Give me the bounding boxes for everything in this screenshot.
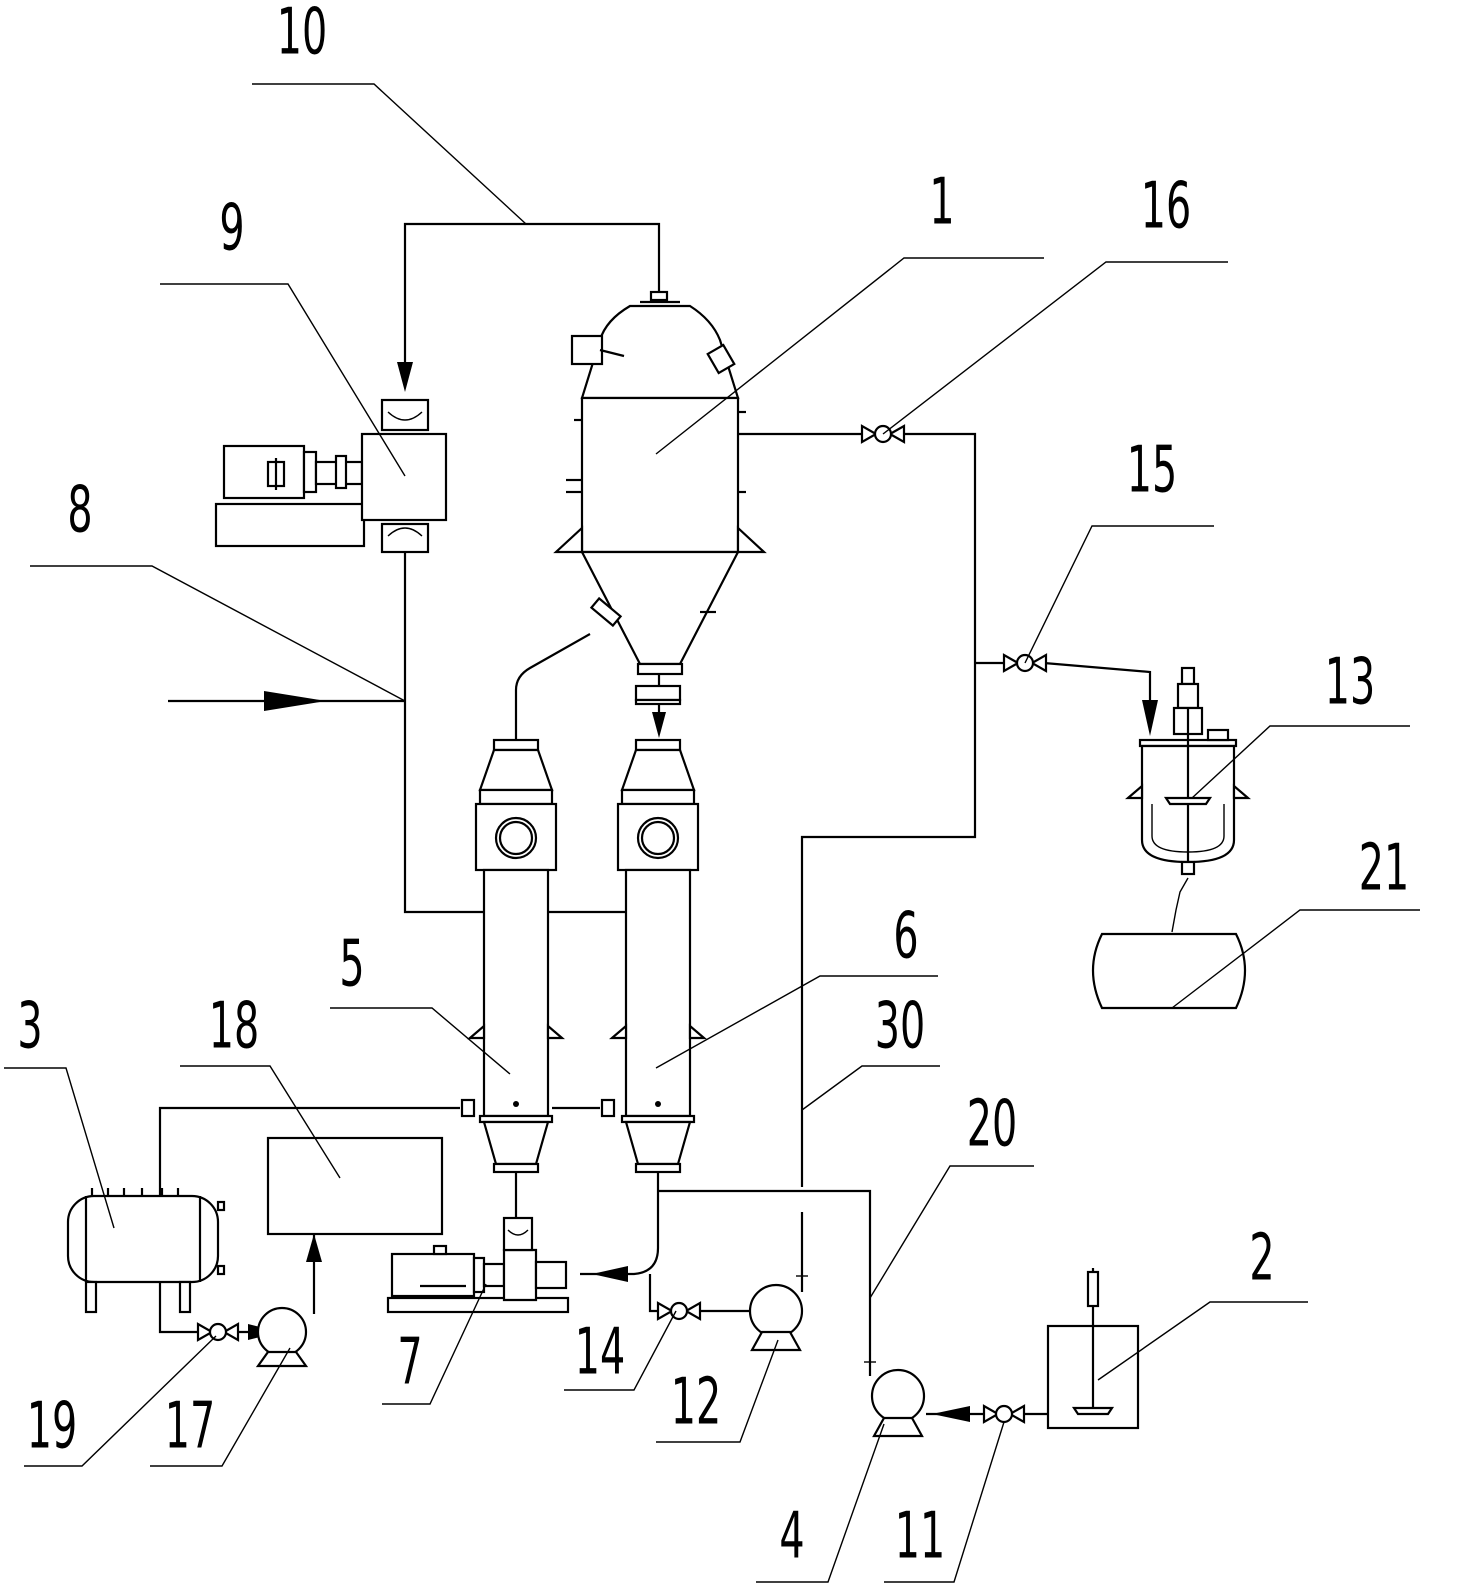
leader-3 [4,1067,115,1229]
label-11: 11 [895,1499,945,1574]
label-4: 4 [779,1499,804,1574]
compressor-9 [214,398,448,554]
condensate-tank-3 [66,1188,226,1314]
leader-20 [869,1165,1034,1299]
leader-18 [180,1065,341,1179]
label-10: 10 [277,0,327,69]
arrow-left-icon [592,1266,628,1282]
arrow-right-icon [264,691,326,711]
leader-30 [801,1065,940,1111]
label-6: 6 [893,899,918,974]
arrow-down-icon [1142,700,1158,736]
leader-15 [1024,525,1214,664]
heater-5-vapor-line [514,633,591,740]
arrow-down-icon [397,362,413,392]
pump-4 [870,1368,926,1438]
label-5: 5 [339,927,364,1002]
circulation-pump-7 [386,1216,570,1314]
label-15: 15 [1127,433,1177,508]
valve-19 [196,1322,240,1342]
leader-13 [1191,725,1410,799]
leader-14 [564,1310,677,1391]
leader-6 [655,975,938,1069]
pump-12 [748,1275,808,1352]
feed-line [658,1189,872,1376]
leader-16 [882,261,1228,435]
leader-11 [884,1421,1005,1583]
leader-9 [160,283,406,477]
receiver-21 [1092,932,1246,1010]
unit-18 [266,1136,444,1236]
concentrate-line [800,432,977,1187]
leader-5 [330,1007,511,1075]
arrow-up-icon [306,1234,322,1262]
evaporator-1 [553,290,767,706]
tank-2 [1046,1268,1140,1430]
arrow-left-icon [932,1406,970,1422]
label-8: 8 [67,473,92,548]
leader-19 [24,1335,217,1467]
label-1: 1 [929,165,954,240]
heater-5 [460,738,565,1174]
label-20: 20 [967,1087,1017,1162]
vapor-line-to-compressor [403,222,661,362]
leader-21 [1171,909,1420,1009]
label-7: 7 [397,1325,422,1400]
valve-15 [1002,653,1048,673]
label-12: 12 [671,1365,721,1440]
label-17: 17 [165,1389,215,1464]
leader-17 [150,1347,291,1467]
arrow-down-icon [652,712,666,738]
pump-17 [255,1306,309,1368]
valve-11 [982,1404,1026,1424]
pipelines [158,222,1189,1422]
reference-numerals: 10 9 8 1 16 15 13 21 6 5 30 3 18 20 2 14… [17,0,1409,1573]
leader-1 [655,257,1044,455]
label-21: 21 [1359,831,1409,906]
leader-12 [656,1339,779,1443]
tank-3-outlet-line [158,1283,200,1334]
branch-to-pump-12 [648,1274,660,1313]
leader-4 [756,1423,885,1583]
label-13: 13 [1325,645,1375,720]
label-9: 9 [219,191,244,266]
label-18: 18 [209,989,259,1064]
leader-10 [252,83,527,225]
label-30: 30 [875,989,925,1064]
label-14: 14 [575,1315,625,1390]
leader-7 [382,1283,487,1405]
leader-2 [1097,1301,1308,1381]
tank-13-discharge-line [1171,877,1189,933]
heater-6 [600,738,707,1174]
line-to-tank-13 [1043,661,1152,712]
compressor-discharge-line [403,552,626,914]
label-19: 19 [27,1389,77,1464]
recirculation-line [580,1170,660,1276]
leader-lines [4,83,1420,1583]
label-2: 2 [1249,1221,1274,1296]
valve-14 [656,1301,702,1321]
label-3: 3 [17,989,42,1064]
label-16: 16 [1141,169,1191,244]
condensate-line [158,1106,460,1196]
reactor-13 [1125,666,1251,876]
leader-8 [30,565,406,702]
